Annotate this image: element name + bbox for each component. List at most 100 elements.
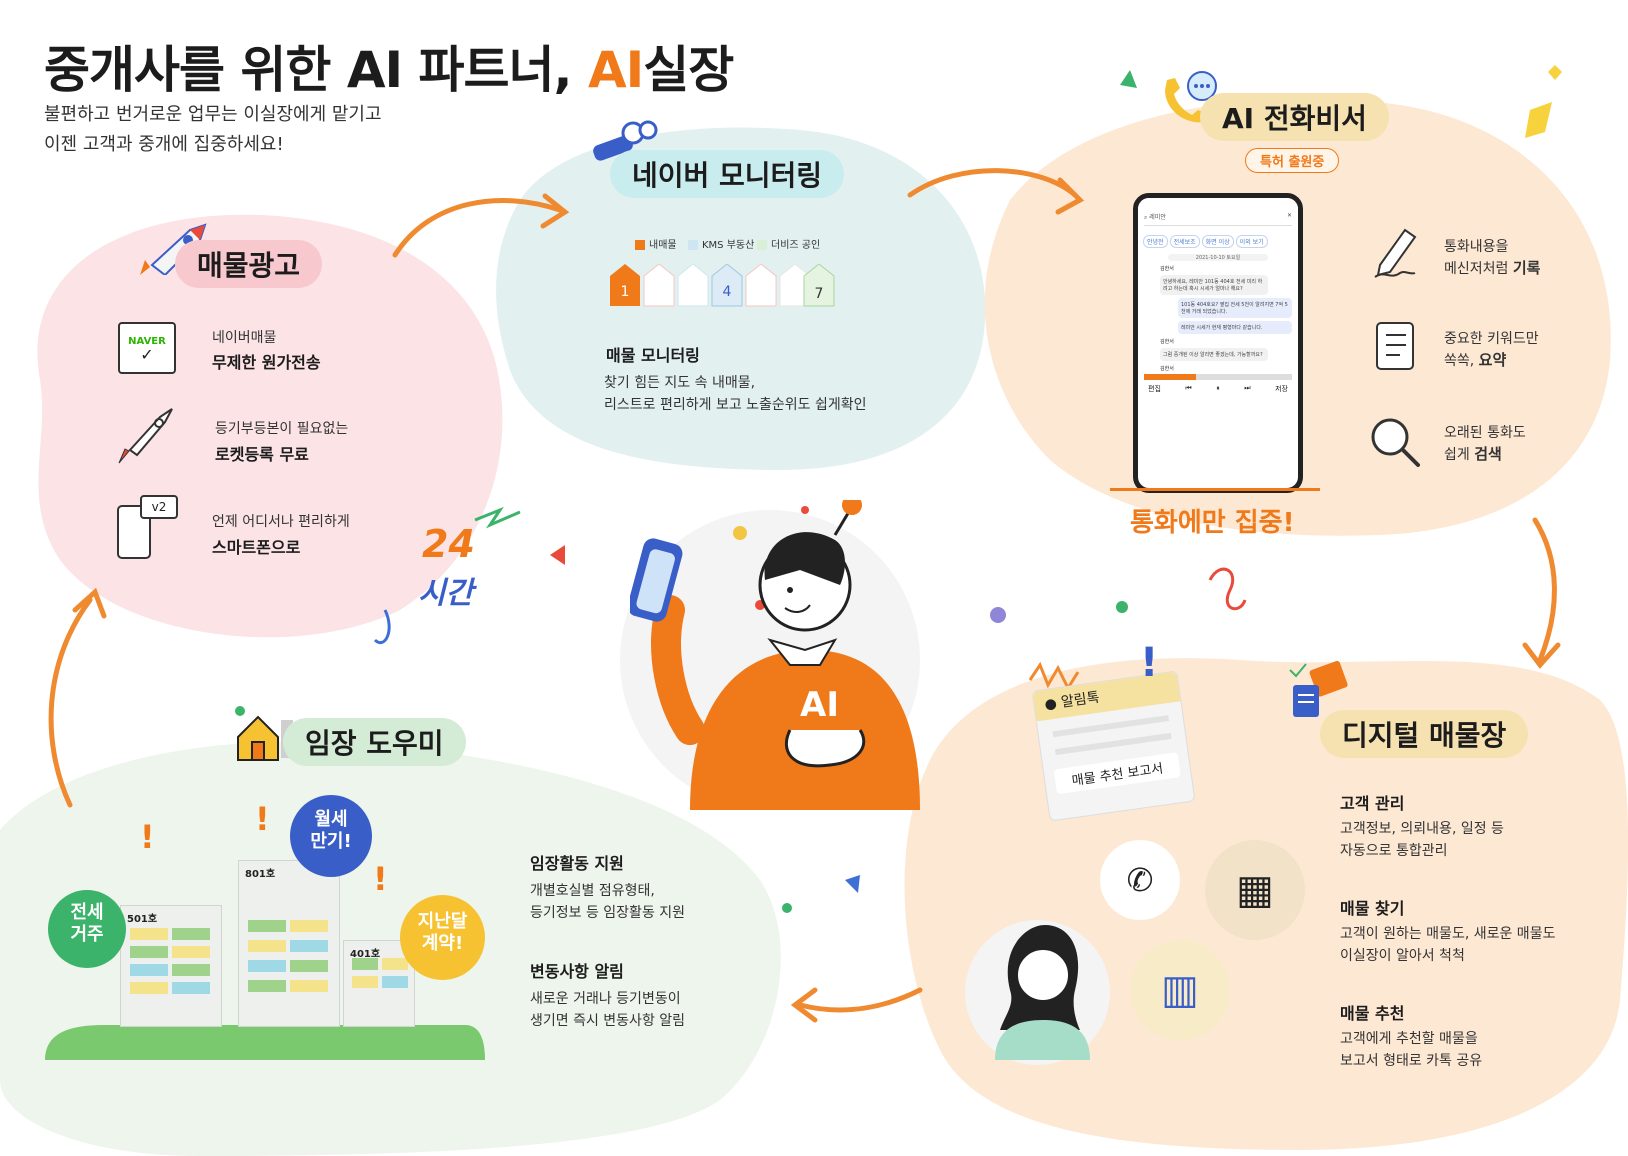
check-icon: ✓ xyxy=(140,345,154,364)
house-number: 1 xyxy=(620,284,630,300)
arrow-monitor-to-call xyxy=(907,168,1078,198)
phone-status-bar xyxy=(1138,198,1298,212)
store-section-line1: 고객이 원하는 매물도, 새로운 매물도 xyxy=(1340,926,1556,942)
prev-icon[interactable]: ⏮ xyxy=(1185,384,1192,392)
arrow-helper-to-ad xyxy=(48,597,93,808)
naver-badge-icon: NAVER ✓ xyxy=(118,322,176,374)
exclaim-icon: ! xyxy=(1140,640,1159,686)
helper-section-line2: 생기면 즉시 변동사항 알림 xyxy=(530,1013,686,1029)
filter-chip[interactable]: 전세보조 xyxy=(1169,235,1200,248)
ad-item-label: 등기부등본이 필요없는 xyxy=(215,421,349,437)
store-section-head: 매물 찾기 xyxy=(1340,899,1405,918)
woman-illustration xyxy=(995,925,1090,1060)
ad-blob xyxy=(37,214,503,638)
ad-title-pill: 매물광고 xyxy=(175,240,323,288)
arrow-store-to-helper xyxy=(797,987,923,1013)
search-icon: ⌕ xyxy=(1144,214,1148,221)
call-title-pill: AI 전화비서 xyxy=(1200,93,1389,141)
helper-title-pill: 임장 도우미 xyxy=(283,718,466,766)
binoculars-icon xyxy=(593,120,658,161)
filter-chip[interactable]: 안녕전 xyxy=(1143,235,1168,248)
rocket-outline-icon xyxy=(118,408,173,464)
subtitle-line1: 불편하고 번거로운 업무는 이실장에게 맡기고 xyxy=(44,104,382,125)
v2-badge: v2 xyxy=(140,495,178,519)
chat-bubble-icon: ● xyxy=(1043,695,1058,714)
chat-bubble: 101동 404호요? 옆집 전세 5천이 알려지면 7억 5천에 거래 되었습… xyxy=(1178,298,1292,318)
store-section-line1: 고객정보, 의뢰내용, 일정 등 xyxy=(1340,821,1504,837)
caller-name: 김한서 xyxy=(1160,339,1174,345)
close-icon[interactable]: ✕ xyxy=(1286,212,1292,219)
monitor-head: 매물 모니터링 xyxy=(606,346,700,365)
monitor-body1: 찾기 힘든 지도 속 내매물, xyxy=(604,375,756,391)
confetti-square xyxy=(1525,102,1552,138)
magnifier-icon xyxy=(1371,418,1420,467)
store-section-line2: 보고서 형태로 카톡 공유 xyxy=(1340,1053,1483,1069)
alimtalk-card: ● 알림톡 매물 추천 보고서 xyxy=(1031,670,1196,822)
legend-thebiz: 더비즈 공인 xyxy=(757,236,820,251)
chat-bubble: 안녕하세요, 레미안 101동 404호 전세 미리 하려고 하는데 혹시 시세… xyxy=(1160,275,1268,295)
mascot-shirt-logo: AI xyxy=(800,685,839,725)
pen-icon xyxy=(1374,228,1417,278)
squiggle xyxy=(1208,567,1247,611)
phone-search-text: 레미안 xyxy=(1149,214,1166,221)
brand-name: 실장 xyxy=(643,41,734,99)
ad-item-bold: 무제한 원가전송 xyxy=(212,353,321,372)
call-tagline: 통화에만 집중! xyxy=(1130,508,1295,538)
house-number: 4 xyxy=(722,284,732,300)
store-section-head: 매물 추천 xyxy=(1340,1004,1405,1023)
arrow-ad-to-monitor xyxy=(392,198,563,258)
phone-base-line xyxy=(1110,488,1320,491)
store-title-pill: 디지털 매물장 xyxy=(1320,710,1529,758)
next-icon[interactable]: ⏭ xyxy=(1244,384,1251,392)
house-row xyxy=(610,264,835,307)
helper-section-head: 임장활동 지원 xyxy=(530,854,624,873)
exclaim-icon: ! xyxy=(140,818,155,856)
arrow-call-to-store xyxy=(1532,517,1557,663)
filter-chip[interactable]: 이외 보기 xyxy=(1235,235,1268,248)
chat-bubble: 레미안 시세가 현재 평형마다 같습니다. xyxy=(1178,321,1292,334)
call-feature-line1: 통화내용을 xyxy=(1444,239,1509,255)
store-section-line2: 이실장이 알아서 척척 xyxy=(1340,948,1465,964)
phone-chat-icon xyxy=(1165,71,1217,123)
edit-button[interactable]: 편집 xyxy=(1148,385,1161,393)
pause-icon[interactable]: ⏸ xyxy=(1216,384,1220,392)
alimtalk-label: 알림톡 xyxy=(1060,689,1101,711)
call-feature-line1: 오래된 통화도 xyxy=(1444,425,1526,441)
building-icon: ▥ xyxy=(1130,940,1230,1040)
notepad-icon xyxy=(1376,322,1414,370)
ad-item-bold: 스마트폰으로 xyxy=(212,538,301,557)
helper-section-line1: 새로운 거래나 등기변동이 xyxy=(530,991,681,1007)
subtitle-line2: 이젠 고객과 중개에 집중하세요! xyxy=(44,134,284,155)
confetti-star xyxy=(1548,65,1562,80)
phone-search-bar[interactable]: ⌕ 레미안 ✕ xyxy=(1144,212,1292,226)
confetti-dot xyxy=(990,607,1006,623)
document-stack-icon xyxy=(1289,660,1348,717)
building-windows xyxy=(130,920,408,994)
save-button[interactable]: 저장 xyxy=(1275,385,1288,393)
audio-waveform[interactable] xyxy=(1144,374,1292,380)
store-section-head: 고객 관리 xyxy=(1340,794,1405,813)
naver-badge-text: NAVER xyxy=(128,336,166,347)
phone-call-icon: ✆ xyxy=(1100,840,1180,920)
caller-name: 김한서 xyxy=(1160,266,1174,272)
ad-item-label: 네이버매물 xyxy=(212,330,277,346)
report-button[interactable]: 매물 추천 보고서 xyxy=(1053,752,1181,795)
title-prefix: 중개사를 위한 AI 파트너, xyxy=(44,41,573,99)
exclaim-icon: ! xyxy=(373,860,388,898)
filter-chip[interactable]: 화면 이상 xyxy=(1201,235,1234,248)
ground-strip xyxy=(45,1025,485,1060)
patent-badge: 특허 출원중 xyxy=(1245,148,1340,173)
call-feature-line2: 메신저처럼 기록 xyxy=(1444,259,1541,277)
store-section-line2: 자동으로 통합관리 xyxy=(1340,843,1448,859)
call-feature-line2: 쉽게 검색 xyxy=(1444,445,1502,463)
ad-item-bold: 로켓등록 무료 xyxy=(215,445,309,464)
player-controls: 편집 ⏮ ⏸ ⏭ 저장 xyxy=(1138,382,1298,396)
calendar-icon: ▦ xyxy=(1205,840,1305,940)
legend-my-listing: 내매물 xyxy=(635,236,677,251)
house-number: 7 xyxy=(814,286,824,302)
